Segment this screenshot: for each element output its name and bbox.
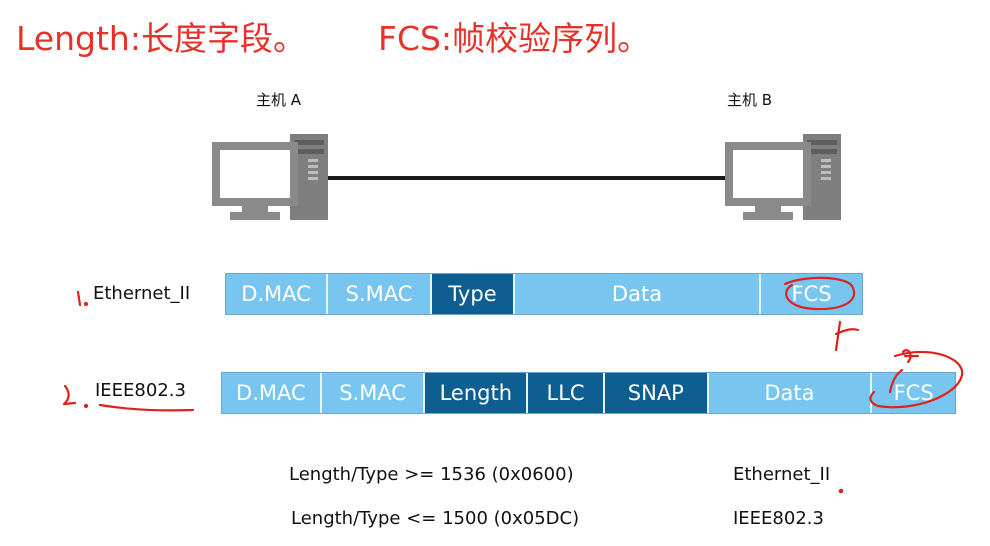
host-b-label: 主机 B: [727, 91, 773, 109]
rule-result-ethernet-ii: Ethernet_II: [733, 464, 831, 485]
desktop-computer-icon: [212, 134, 328, 220]
ethernet-ii-fcs-field: FCS: [761, 274, 862, 314]
annotation-mark-one: [76, 290, 82, 307]
rule-condition-ethernet-ii: Length/Type >= 1536 (0x0600): [289, 464, 574, 485]
annotation-scribble: [901, 349, 920, 364]
ieee8023-data-field: Data: [708, 373, 873, 413]
ieee8023-length-field: Length: [425, 373, 529, 413]
heading-fcs: FCS:帧校验序列。: [378, 19, 651, 58]
ieee8023-frame: D.MAC S.MAC Length LLC SNAP Data FCS: [221, 372, 956, 414]
annotation-dot: [83, 301, 89, 307]
ieee8023-smac-field: S.MAC: [321, 373, 426, 413]
ethernet-ii-dmac-field: D.MAC: [226, 274, 328, 314]
host-a-label: 主机 A: [256, 91, 302, 109]
ethernet-ii-label: Ethernet_II: [93, 283, 191, 304]
rule-condition-ieee8023: Length/Type <= 1500 (0x05DC): [291, 508, 580, 529]
heading-length: Length:长度字段。: [16, 19, 306, 58]
annotation-underline: [98, 403, 195, 412]
desktop-computer-icon: [725, 134, 841, 220]
ethernet-ii-frame: D.MAC S.MAC Type Data FCS: [225, 273, 863, 315]
ieee8023-dmac-field: D.MAC: [222, 373, 322, 413]
ieee8023-llc-field: LLC: [528, 373, 605, 413]
ethernet-ii-smac-field: S.MAC: [328, 274, 432, 314]
annotation-mark-two: [62, 384, 77, 406]
annotation-dot: [838, 488, 844, 494]
network-link: [325, 176, 729, 180]
ethernet-ii-type-field: Type: [432, 274, 515, 314]
ieee8023-snap-field: SNAP: [604, 373, 709, 413]
ethernet-ii-data-field: Data: [515, 274, 761, 314]
rule-result-ieee8023: IEEE802.3: [733, 508, 824, 529]
ieee8023-fcs-field: FCS: [872, 373, 955, 413]
annotation-tick: [834, 320, 860, 352]
annotation-dot: [83, 403, 89, 409]
ieee8023-label: IEEE802.3: [95, 380, 186, 401]
